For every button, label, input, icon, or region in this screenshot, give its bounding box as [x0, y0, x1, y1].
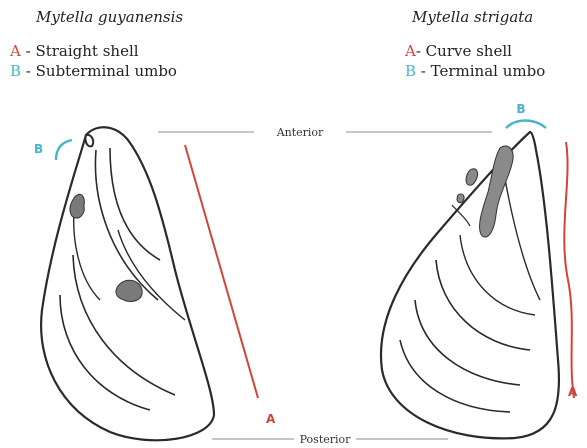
right-shape-curve-a [564, 142, 574, 398]
left-marker-a: A [266, 412, 276, 426]
right-spot [457, 194, 464, 203]
right-shell: A B [381, 102, 578, 438]
anterior-label: Anterior [276, 126, 324, 139]
right-spot [466, 169, 478, 186]
right-umbo-arc-b [506, 121, 546, 129]
left-umbo-arc-b [56, 140, 72, 160]
left-spot [116, 280, 142, 301]
posterior-label: Posterior [300, 433, 352, 446]
left-shell: A B [34, 127, 276, 440]
right-marker-a: A [568, 385, 578, 399]
right-marker-b: B [516, 102, 525, 116]
left-marker-b: B [34, 142, 43, 156]
